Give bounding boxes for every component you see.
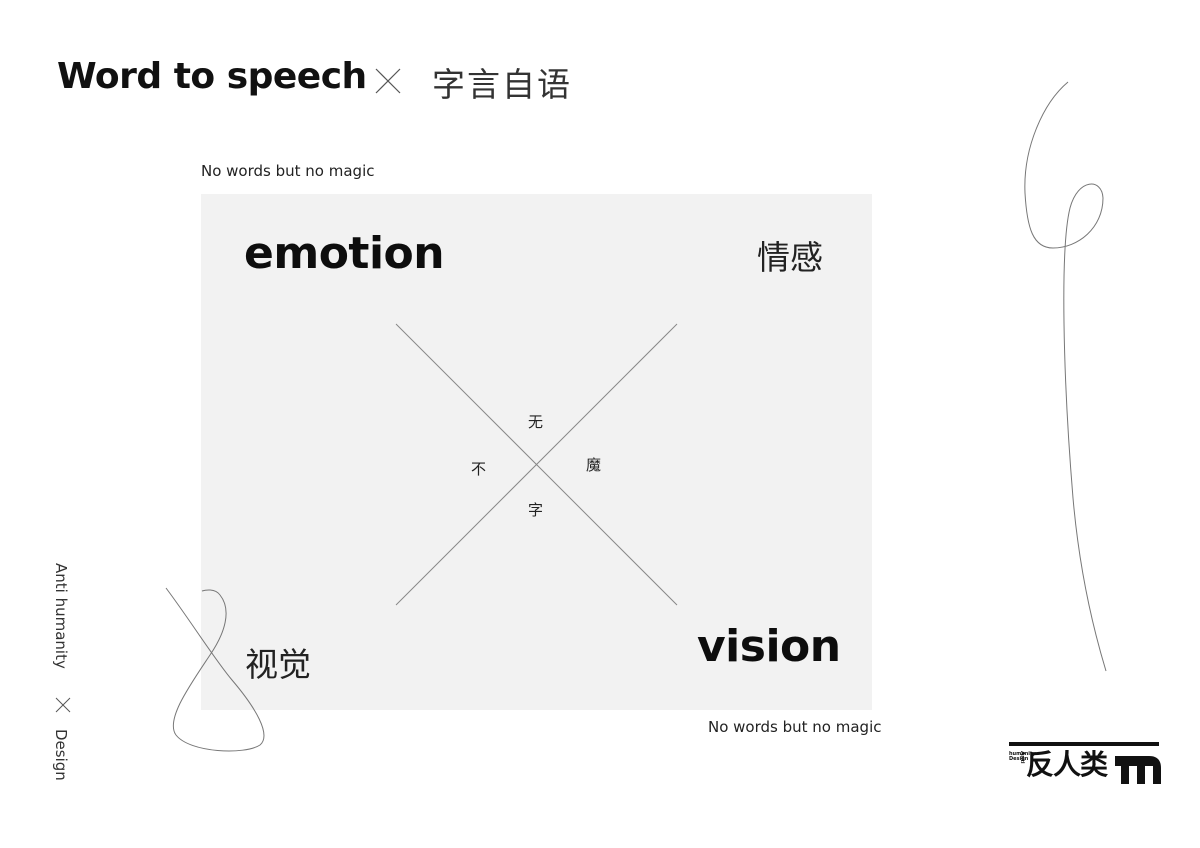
logo-mark-icon <box>1115 756 1161 784</box>
center-char-left: 不 <box>471 460 487 478</box>
logo-top-bar <box>1009 742 1159 746</box>
word-vision: vision <box>697 621 841 672</box>
logo-cn-text: 反人类 <box>1026 748 1108 781</box>
page-title-cn: 字言自语 <box>432 65 572 104</box>
squiggle-right-decoration <box>1024 81 1107 672</box>
cross-icon <box>375 68 401 94</box>
caption-top: No words but no magic <box>201 162 375 180</box>
main-panel <box>201 194 872 710</box>
word-emotion-cn: 情感 <box>757 238 823 277</box>
caption-bottom: No words but no magic <box>708 718 882 736</box>
center-cross-lines <box>395 323 678 606</box>
word-emotion: emotion <box>244 228 445 279</box>
side-text-design: Design <box>52 729 70 781</box>
word-vision-cn: 视觉 <box>245 645 311 684</box>
logo-small-humanity: humanity <box>1009 751 1036 757</box>
center-char-right: 魔 <box>586 456 602 474</box>
page-title-en: Word to speech <box>57 56 367 97</box>
logo-small-design: Design <box>1009 756 1029 762</box>
squiggle-left-decoration <box>165 587 265 752</box>
logo-small-block: humanity Design <box>1009 751 1036 782</box>
brand-logo: Anti humanity Design 反人类 <box>1009 742 1161 784</box>
center-char-top: 无 <box>528 413 544 431</box>
side-text-anti-humanity: Anti humanity <box>52 563 70 669</box>
center-char-bottom: 字 <box>528 501 544 519</box>
side-text-group: Anti humanity Design <box>50 563 74 793</box>
side-cross-icon <box>55 697 71 713</box>
